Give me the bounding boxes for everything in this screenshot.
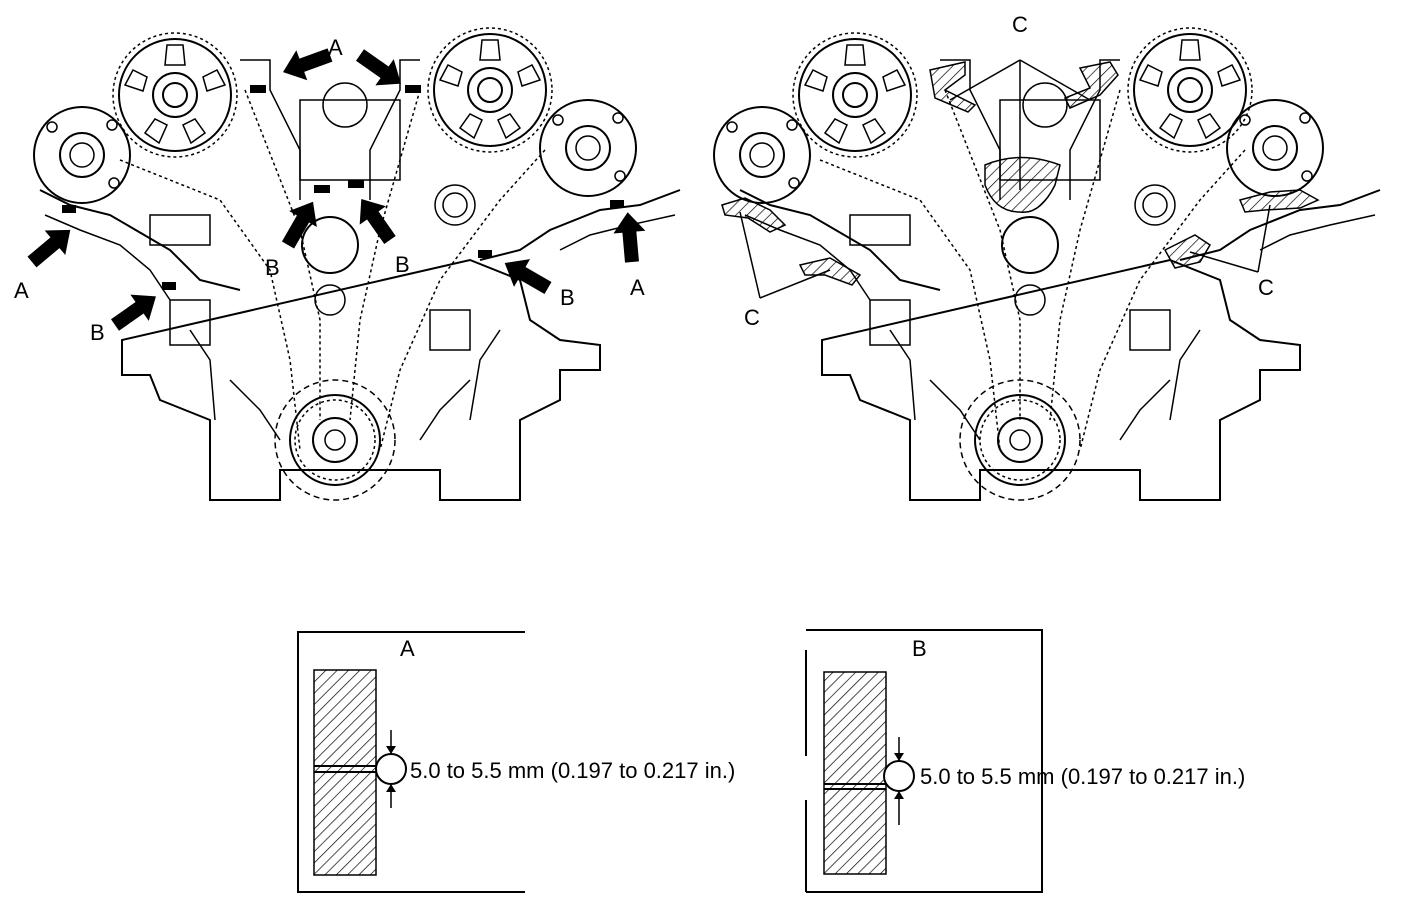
label-b-right: B bbox=[560, 285, 575, 310]
label-b-center-left: B bbox=[265, 255, 280, 280]
arrow-a-right bbox=[611, 210, 648, 264]
arrow-a-top-left bbox=[277, 39, 336, 88]
label-a-right: A bbox=[630, 275, 645, 300]
label-c-left: C bbox=[744, 305, 760, 330]
detail-a bbox=[297, 631, 525, 893]
detail-b-title: B bbox=[912, 636, 927, 661]
label-c-top: C bbox=[1012, 12, 1028, 37]
label-b-left: B bbox=[90, 320, 105, 345]
label-b-center-right: B bbox=[395, 252, 410, 277]
label-c-right: C bbox=[1258, 275, 1274, 300]
detail-b bbox=[805, 629, 1043, 893]
detail-a-title: A bbox=[400, 636, 415, 661]
sealant-areas bbox=[721, 61, 1320, 286]
leader-lines-c bbox=[739, 59, 1271, 299]
arrow-b-center-right bbox=[348, 189, 404, 250]
detail-a-spec: 5.0 to 5.5 mm (0.197 to 0.217 in.) bbox=[410, 758, 735, 783]
arrow-b-right bbox=[496, 249, 556, 302]
engine-left bbox=[33, 27, 681, 501]
detail-b-spec: 5.0 to 5.5 mm (0.197 to 0.217 in.) bbox=[920, 764, 1245, 789]
label-a-top: A bbox=[328, 35, 343, 60]
label-a-left: A bbox=[14, 278, 29, 303]
arrow-b-left bbox=[105, 283, 166, 339]
arrow-b-center-left bbox=[274, 193, 327, 253]
